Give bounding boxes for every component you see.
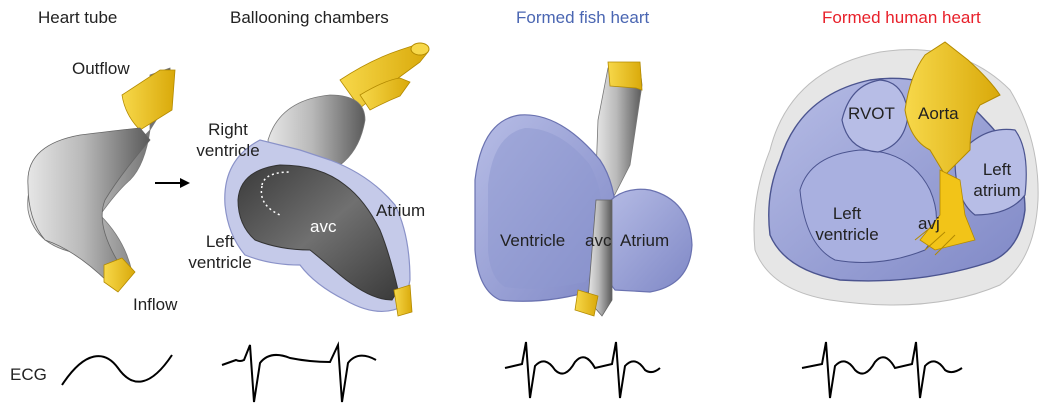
- label-avc-fish: avc: [585, 231, 611, 251]
- heading-heart-tube: Heart tube: [38, 8, 117, 28]
- heading-ballooning-chambers: Ballooning chambers: [230, 8, 389, 28]
- ecg-trace-fish: [505, 342, 660, 398]
- label-atrium-fish: Atrium: [620, 231, 669, 251]
- heading-human-heart: Formed human heart: [822, 8, 981, 28]
- label-left-atrium-line2: atrium: [972, 181, 1022, 201]
- ballooning-chambers-drawing: [225, 43, 429, 316]
- label-left-ventricle-human-line1: Left: [812, 204, 882, 224]
- label-right-ventricle-line2: ventricle: [193, 141, 263, 161]
- label-left-ventricle-human-line2: ventricle: [812, 225, 882, 245]
- heart-tube-drawing: [28, 68, 175, 292]
- label-left-ventricle-line1: Left: [185, 232, 255, 252]
- label-ventricle-fish: Ventricle: [500, 231, 565, 251]
- ecg-trace-human: [802, 342, 962, 398]
- ecg-trace-ballooning: [222, 345, 376, 402]
- label-ecg: ECG: [10, 365, 47, 385]
- label-outflow: Outflow: [72, 59, 130, 79]
- label-right-ventricle-line1: Right: [193, 120, 263, 140]
- fish-heart-drawing: [475, 62, 692, 316]
- label-atrium-ballooning: Atrium: [376, 201, 425, 221]
- progression-arrow: [155, 178, 190, 188]
- ecg-trace-tube: [62, 355, 172, 385]
- label-avj: avj: [918, 214, 940, 234]
- heading-fish-heart: Formed fish heart: [516, 8, 649, 28]
- label-left-ventricle-line2: ventricle: [185, 253, 255, 273]
- label-rvot: RVOT: [848, 104, 895, 124]
- label-left-atrium-line1: Left: [972, 160, 1022, 180]
- label-aorta: Aorta: [918, 104, 959, 124]
- label-avc-ballooning: avc: [310, 217, 336, 237]
- label-inflow: Inflow: [133, 295, 177, 315]
